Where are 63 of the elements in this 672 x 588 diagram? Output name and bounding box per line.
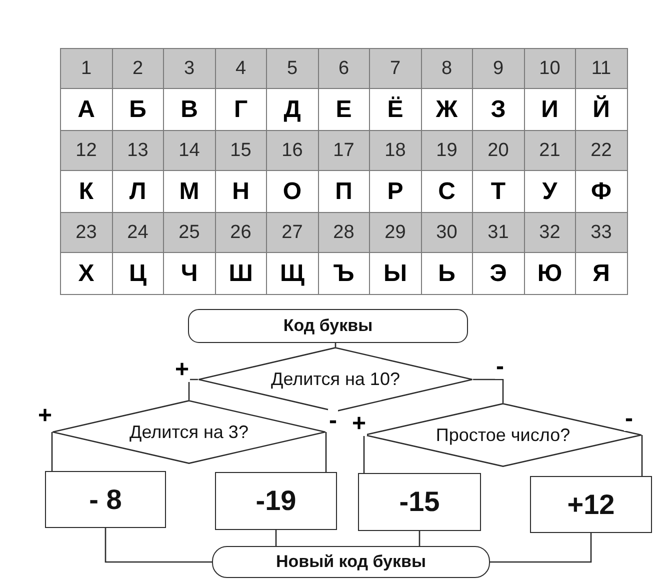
number-cell: 15 [214,130,267,171]
number-cell: 29 [369,212,422,253]
connector-line [275,530,277,546]
number-cell: 5 [266,48,318,89]
connector-line [363,435,365,473]
number-cell: 11 [575,48,628,89]
connector-line [325,432,327,472]
number-cell: 17 [318,130,370,171]
number-cell: 27 [266,212,318,253]
decision-diamond [364,403,642,467]
number-cell: 8 [420,48,473,89]
process-box [530,476,652,533]
number-cell: 13 [112,130,164,171]
number-cell: 23 [60,212,112,253]
terminal-text: Новый код буквы [276,552,426,572]
decision-diamond [52,400,326,464]
connector-line [473,378,504,403]
process-text: +12 [567,488,615,520]
process-box [215,472,337,530]
number-cell: 14 [163,130,216,171]
terminal-box [212,546,490,578]
number-cell: 24 [112,212,164,253]
connector-line [641,435,643,476]
process-text: -19 [256,485,296,517]
decision-text: Делится на 10? [271,369,400,390]
number-cell: 20 [472,130,524,171]
connector-line [51,432,53,471]
decision-text: Делится на 3? [130,422,248,442]
number-cell: 28 [318,212,370,253]
number-cell: 12 [60,130,112,171]
number-cell: 30 [420,212,473,253]
number-cell: 16 [266,130,318,171]
number-cell: 26 [214,212,267,253]
process-text: -15 [399,486,440,518]
connector-line [188,378,198,400]
connector-line [418,531,420,546]
number-cell: 7 [369,48,422,89]
number-cell: 6 [318,48,370,89]
process-box [45,471,166,528]
number-cell: 10 [524,48,576,89]
number-cell: 31 [472,212,524,253]
decision-text: Простое число? [436,424,570,446]
number-cell: 32 [524,212,576,253]
letter-cell: Я [575,252,628,295]
letter-cell: Х [60,252,112,295]
process-box [358,473,481,531]
number-cell: 18 [369,130,422,171]
number-cell: 19 [420,130,473,171]
number-cell: 22 [575,130,628,171]
decision-diamond [198,347,473,412]
process-text: - 8 [89,484,122,516]
number-cell: 9 [472,48,524,89]
number-cell: 2 [112,48,164,89]
terminal-text: Код буквы [283,316,373,336]
number-cell: 1 [60,48,112,89]
connector-line [490,533,592,563]
number-cell: 25 [163,212,216,253]
terminal-box [188,309,468,343]
number-cell: 3 [163,48,216,89]
connector-line [104,528,212,563]
number-cell: 33 [575,212,628,253]
number-cell: 4 [214,48,267,89]
number-cell: 21 [524,130,576,171]
